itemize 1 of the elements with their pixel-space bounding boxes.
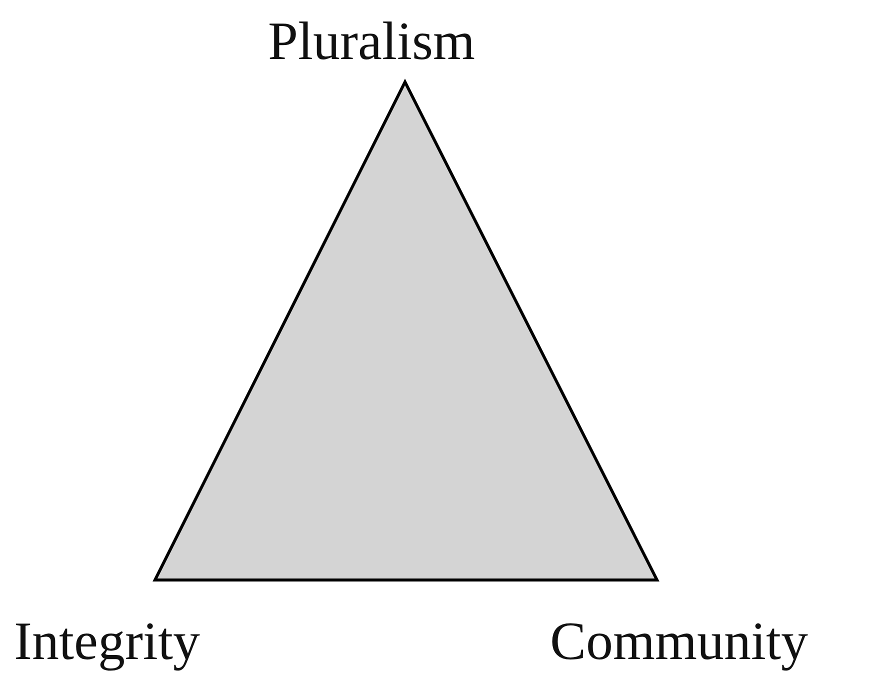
vertex-label: Pluralism bbox=[268, 14, 476, 68]
